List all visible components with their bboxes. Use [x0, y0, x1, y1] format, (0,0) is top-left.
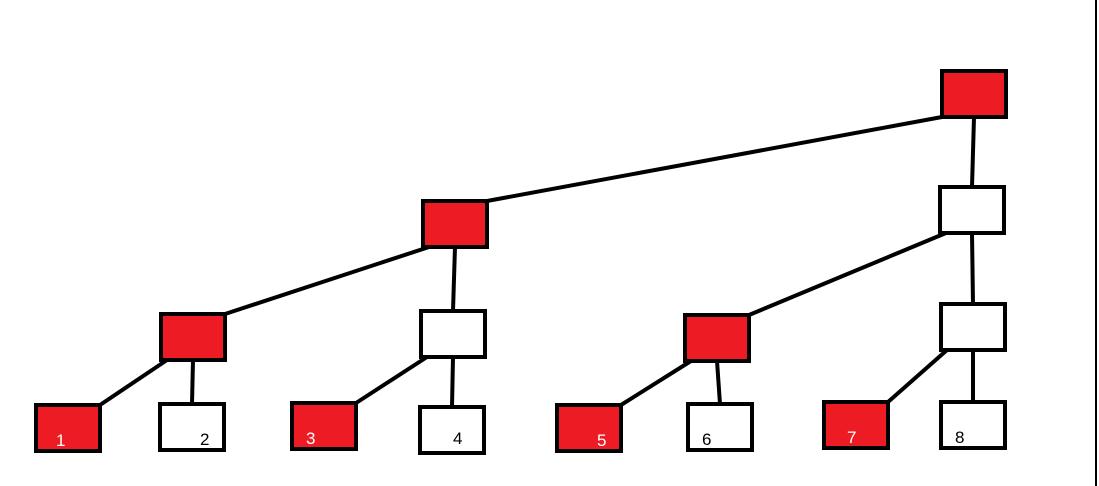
node-box-n2-d	[939, 302, 1007, 352]
node-box-n2-c	[683, 313, 751, 363]
node-box-leaf-6	[686, 402, 754, 452]
tree-node-root	[940, 69, 1008, 119]
node-label-leaf-5: 5	[597, 431, 606, 450]
node-box-n2-a	[159, 312, 227, 362]
edge-n2-b-to-leaf-4	[450, 355, 455, 409]
node-box-leaf-2	[158, 402, 226, 452]
tree-node-leaf-3: 3	[290, 401, 358, 451]
edge-n2-c-to-leaf-6	[715, 359, 722, 406]
tree-node-leaf-4: 4	[418, 405, 486, 455]
tree-node-n2-c	[683, 313, 751, 363]
tree-node-leaf-5: 5	[555, 403, 623, 453]
node-box-leaf-7	[822, 400, 890, 450]
node-label-leaf-1: 1	[56, 431, 65, 450]
node-box-leaf-4	[418, 405, 486, 455]
node-box-leaf-3	[290, 401, 358, 451]
edge-n1-left-to-n2-a	[223, 245, 431, 316]
edge-n1-right-to-n2-c	[747, 231, 948, 317]
nodes-layer: 1 2 3 4 5 6 7 8	[34, 69, 1008, 455]
node-label-leaf-4: 4	[453, 429, 462, 448]
node-label-leaf-8: 8	[955, 428, 964, 447]
edge-n2-a-to-leaf-2	[190, 358, 195, 406]
edge-root-to-n1-right	[970, 115, 976, 189]
node-box-n1-left	[421, 199, 489, 249]
edge-n1-right-to-n2-d	[970, 231, 975, 306]
tree-node-n2-d	[939, 302, 1007, 352]
edges-layer	[98, 115, 976, 409]
tree-node-leaf-6: 6	[686, 402, 754, 452]
node-box-n1-right	[938, 185, 1006, 235]
node-label-leaf-6: 6	[702, 430, 711, 449]
node-box-n2-b	[419, 309, 487, 359]
node-label-leaf-7: 7	[847, 428, 856, 447]
edge-root-to-n1-left	[485, 115, 944, 203]
tree-node-leaf-8: 8	[939, 400, 1007, 450]
node-label-leaf-3: 3	[306, 429, 315, 448]
tree-node-leaf-7: 7	[822, 400, 890, 450]
edge-n1-left-to-n2-b	[451, 245, 457, 313]
edge-n2-d-to-leaf-7	[886, 348, 949, 404]
tree-node-leaf-2: 2	[158, 402, 226, 452]
node-label-leaf-2: 2	[200, 430, 209, 449]
node-box-leaf-5	[555, 403, 623, 453]
node-box-leaf-8	[939, 400, 1007, 450]
tree-node-n1-left	[421, 199, 489, 249]
edge-n2-a-to-leaf-1	[98, 358, 169, 407]
tree-node-leaf-1: 1	[34, 403, 102, 453]
node-box-root	[940, 69, 1008, 119]
tree-node-n2-b	[419, 309, 487, 359]
tree-node-n2-a	[159, 312, 227, 362]
edge-n2-c-to-leaf-5	[619, 359, 693, 407]
tree-node-n1-right	[938, 185, 1006, 235]
edge-n2-b-to-leaf-3	[354, 355, 429, 405]
node-box-leaf-1	[34, 403, 102, 453]
